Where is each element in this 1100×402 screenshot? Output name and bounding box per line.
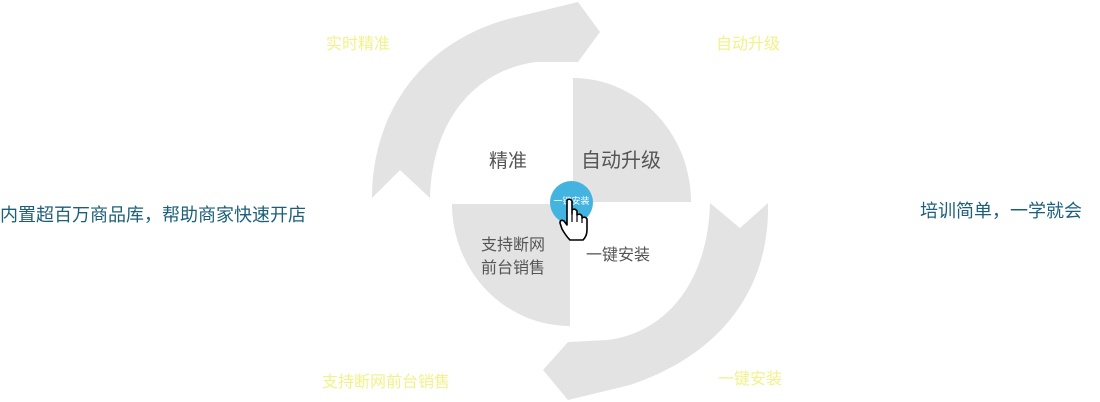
quadrant-top-right bbox=[573, 78, 691, 202]
quadrant-label-bottom-right: 一键安装 bbox=[586, 245, 651, 264]
side-text-right: 培训简单，一学就会 bbox=[920, 201, 1082, 222]
corner-label-top-left: 实时精准 bbox=[326, 34, 391, 53]
corner-label-top-right: 自动升级 bbox=[716, 34, 781, 53]
side-text-left: 内置超百万商品库，帮助商家快速开店 bbox=[0, 205, 306, 226]
quadrant-label-bottom-left-line1: 支持断网 bbox=[481, 235, 546, 254]
quadrant-label-top-left: 精准 bbox=[489, 150, 528, 172]
cycle-arrow-bottom-right bbox=[543, 203, 769, 400]
corner-label-bottom-left: 支持断网前台销售 bbox=[322, 372, 451, 391]
quadrant-label-bottom-left: 支持断网 前台销售 bbox=[481, 233, 545, 279]
pointing-hand-cursor-icon bbox=[559, 198, 588, 241]
quadrant-label-bottom-left-line2: 前台销售 bbox=[481, 258, 546, 277]
quadrant-label-top-right: 自动升级 bbox=[581, 148, 661, 172]
corner-label-bottom-right: 一键安装 bbox=[718, 369, 783, 388]
cycle-arrow-top-left bbox=[372, 2, 600, 198]
quadrant-bottom-left bbox=[452, 204, 570, 326]
